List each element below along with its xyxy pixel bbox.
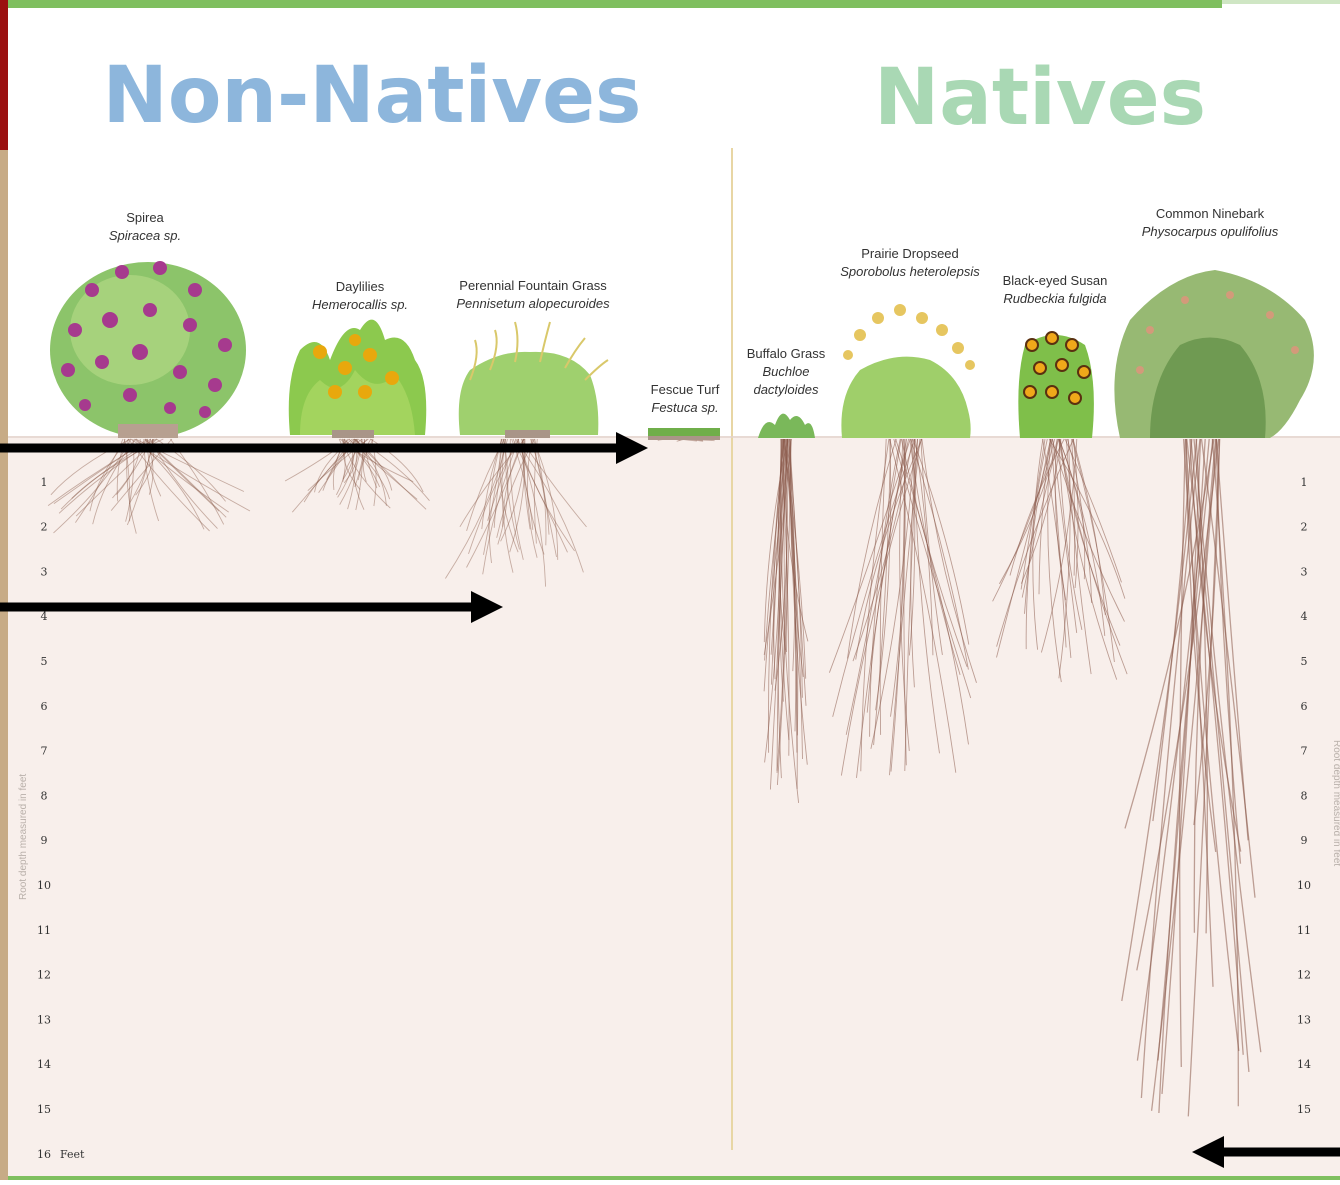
black-eyed-susan-plant-icon bbox=[1018, 332, 1094, 438]
left-axis-label: Root depth measured in feet bbox=[18, 774, 29, 900]
fescue-name: Fescue Turf bbox=[651, 382, 720, 397]
depth-tick-right-12: 12 bbox=[1297, 969, 1311, 982]
non-natives-title: Non-Natives bbox=[103, 51, 642, 141]
buffalo-name: Buffalo Grass bbox=[747, 346, 826, 361]
depth-tick-right-7: 7 bbox=[1301, 745, 1308, 758]
depth-tick-left-9: 9 bbox=[41, 834, 48, 847]
daylilies-name: Daylilies bbox=[336, 279, 385, 294]
depth-tick-left-3: 3 bbox=[41, 565, 48, 578]
depth-tick-right-3: 3 bbox=[1301, 565, 1308, 578]
fescue-turf-icon bbox=[648, 428, 720, 440]
depth-tick-right-5: 5 bbox=[1301, 655, 1308, 668]
depth-tick-left-2: 2 bbox=[41, 521, 48, 534]
top-border-right bbox=[1222, 0, 1340, 4]
soil-background bbox=[8, 436, 1340, 1176]
depth-tick-right-15: 15 bbox=[1297, 1103, 1311, 1116]
spirea-name: Spirea bbox=[126, 210, 164, 225]
depth-tick-left-1: 1 bbox=[41, 476, 48, 489]
susan-name: Black-eyed Susan bbox=[1003, 273, 1108, 288]
ninebark-sci-name: Physocarpus opulifolius bbox=[1142, 224, 1279, 239]
fountain-grass-sci-name: Pennisetum alopecuroides bbox=[456, 296, 610, 311]
depth-tick-left-8: 8 bbox=[41, 789, 48, 802]
buffalo-sci-name-1: Buchloe bbox=[763, 364, 810, 379]
depth-tick-right-11: 11 bbox=[1297, 924, 1311, 937]
spirea-sci-name: Spiracea sp. bbox=[109, 228, 181, 243]
left-texture-edge bbox=[0, 150, 8, 1180]
depth-tick-left-4: 4 bbox=[41, 610, 48, 623]
depth-tick-right-14: 14 bbox=[1297, 1058, 1311, 1071]
depth-tick-left-13: 13 bbox=[37, 1013, 51, 1026]
depth-tick-right-8: 8 bbox=[1301, 789, 1308, 802]
bottom-border bbox=[0, 1176, 1340, 1180]
fountain-grass-name: Perennial Fountain Grass bbox=[459, 278, 607, 293]
depth-tick-left-6: 6 bbox=[41, 700, 48, 713]
left-red-edge bbox=[0, 0, 8, 150]
daylilies-sci-name: Hemerocallis sp. bbox=[312, 297, 408, 312]
depth-tick-left-7: 7 bbox=[41, 745, 48, 758]
natives-title: Natives bbox=[874, 53, 1206, 143]
depth-tick-right-13: 13 bbox=[1297, 1013, 1311, 1026]
dropseed-name: Prairie Dropseed bbox=[861, 246, 959, 261]
depth-tick-left-12: 12 bbox=[37, 969, 51, 982]
depth-tick-left-10: 10 bbox=[37, 879, 51, 892]
buffalo-sci-name-2: dactyloides bbox=[753, 382, 819, 397]
ninebark-name: Common Ninebark bbox=[1156, 206, 1265, 221]
depth-tick-right-4: 4 bbox=[1301, 610, 1308, 623]
depth-tick-left-15: 15 bbox=[37, 1103, 51, 1116]
depth-unit-label: Feet bbox=[60, 1148, 85, 1161]
depth-tick-right-2: 2 bbox=[1301, 521, 1308, 534]
depth-tick-right-9: 9 bbox=[1301, 834, 1308, 847]
dropseed-sci-name: Sporobolus heterolepsis bbox=[840, 264, 980, 279]
susan-sci-name: Rudbeckia fulgida bbox=[1003, 291, 1106, 306]
fescue-sci-name: Festuca sp. bbox=[651, 400, 718, 415]
depth-tick-left-14: 14 bbox=[37, 1058, 51, 1071]
depth-tick-right-6: 6 bbox=[1301, 700, 1308, 713]
spirea-plant-icon bbox=[50, 261, 246, 438]
depth-tick-left-11: 11 bbox=[37, 924, 51, 937]
depth-tick-left-5: 5 bbox=[41, 655, 48, 668]
top-border bbox=[0, 0, 1222, 8]
depth-tick-left-16: 16 bbox=[37, 1148, 51, 1161]
depth-tick-right-1: 1 bbox=[1301, 476, 1308, 489]
right-axis-label: Root depth measured in feet bbox=[1331, 740, 1340, 866]
depth-tick-right-10: 10 bbox=[1297, 879, 1311, 892]
